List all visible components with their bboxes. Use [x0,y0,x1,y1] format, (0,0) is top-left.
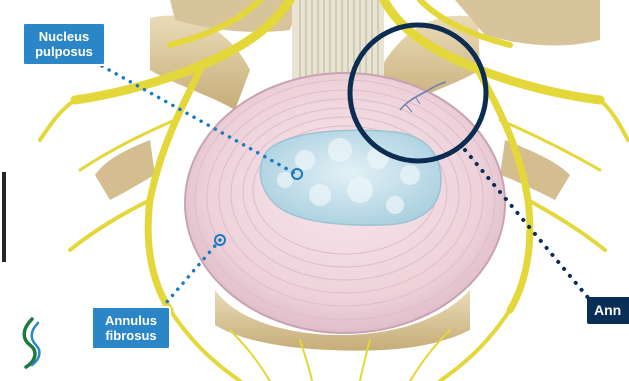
spinal-cord [292,0,384,80]
spine-logo-icon [18,317,44,369]
annulus-tear-label-text: Ann [594,303,629,318]
nucleus-pulposus-label: Nucleus pulposus [22,22,106,66]
nucleus-label-line2: pulposus [32,44,96,59]
annulus-tear-label: Ann [587,297,629,324]
intervertebral-disc [185,73,505,333]
annulus-fibrosus-label: Annulus fibrosus [91,306,171,350]
left-edge-bar [2,172,6,262]
annulus-label-line1: Annulus [101,313,161,328]
nucleus-label-line1: Nucleus [32,29,96,44]
annulus-label-line2: fibrosus [101,328,161,343]
